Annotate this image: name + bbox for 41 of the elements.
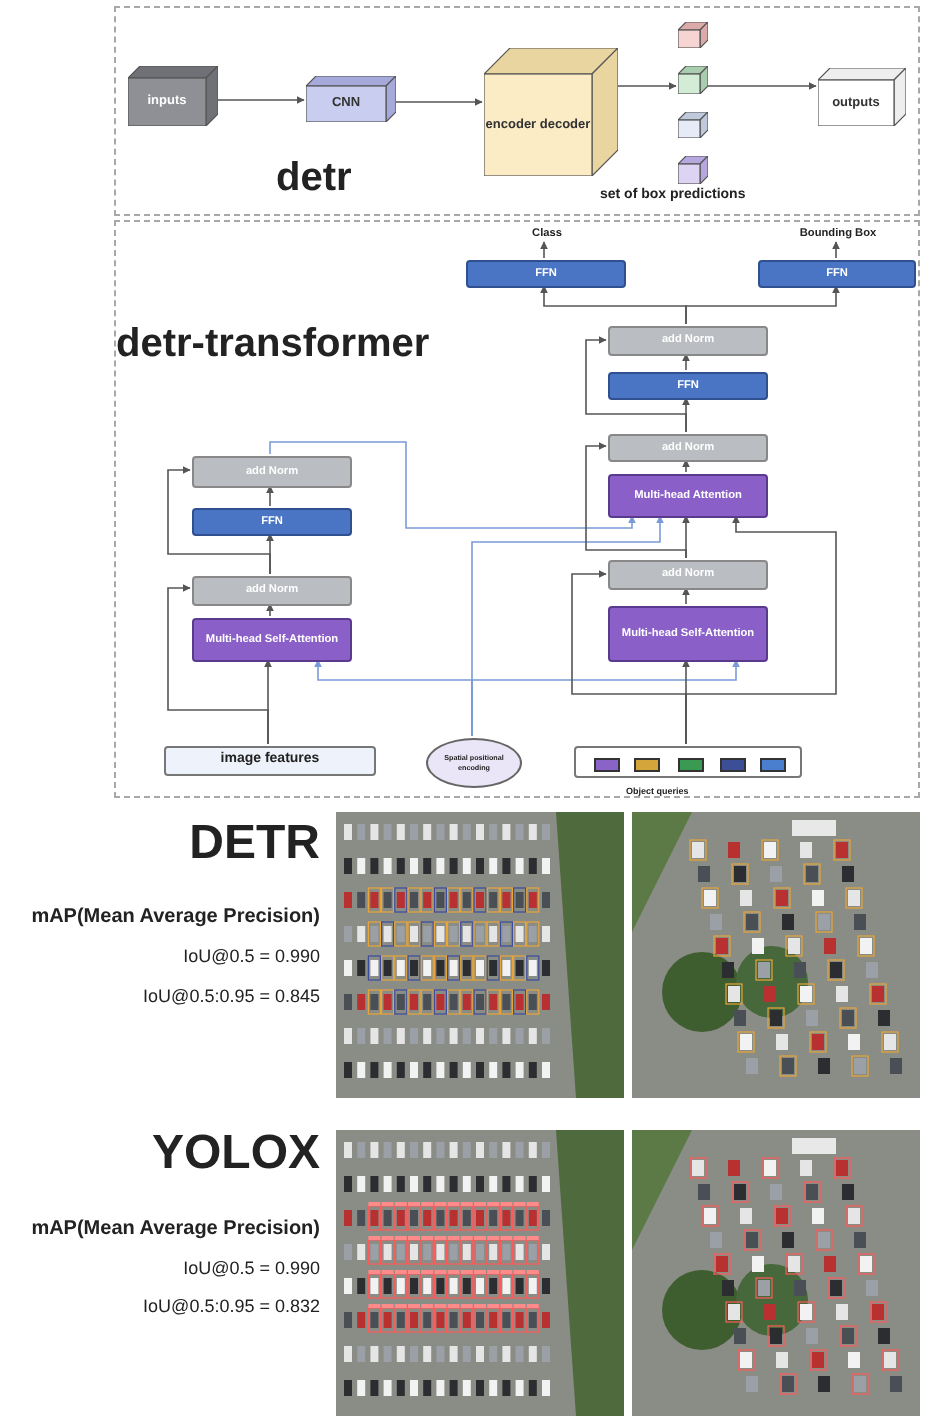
arrow <box>682 587 690 605</box>
panel-title: detr-transformer <box>116 322 430 368</box>
arrow <box>167 584 269 745</box>
model-title: DETR <box>189 816 320 872</box>
query-square <box>594 758 620 772</box>
arrow <box>471 515 664 737</box>
diagram-panel <box>114 6 920 216</box>
panel-title: detr <box>276 156 352 202</box>
query-square <box>678 758 704 772</box>
cube-block <box>678 66 708 94</box>
metric-value: IoU@0.5 = 0.990 <box>183 1258 320 1278</box>
arrow <box>266 485 274 507</box>
metric-title: mAP(Mean Average Precision) <box>31 906 320 928</box>
arrow <box>215 96 305 104</box>
arrow <box>615 82 677 90</box>
arrow <box>393 98 483 106</box>
arrow <box>685 285 840 325</box>
cube-block <box>678 156 708 184</box>
metric-title: mAP(Mean Average Precision) <box>31 1218 320 1240</box>
arrow <box>585 336 687 433</box>
cube-block <box>678 112 708 138</box>
diagram-panel <box>114 220 920 798</box>
arrow <box>585 442 687 559</box>
arrow <box>269 441 636 529</box>
arrow <box>540 241 548 259</box>
arrow <box>682 353 690 371</box>
query-square <box>760 758 786 772</box>
metric-value: IoU@0.5 = 0.990 <box>183 946 320 966</box>
metric-value: IoU@0.5:0.95 = 0.845 <box>143 986 320 1006</box>
metric-value: IoU@0.5:0.95 = 0.832 <box>143 1296 320 1316</box>
query-square <box>634 758 660 772</box>
model-title: YOLOX <box>151 1126 320 1182</box>
query-tray <box>574 746 802 778</box>
arrow <box>266 603 274 617</box>
cube-block <box>678 22 708 48</box>
arrow <box>832 241 840 259</box>
arrow <box>682 459 690 473</box>
arrow <box>705 82 817 90</box>
arrow <box>685 515 837 745</box>
query-square <box>720 758 746 772</box>
arrow <box>167 466 271 575</box>
